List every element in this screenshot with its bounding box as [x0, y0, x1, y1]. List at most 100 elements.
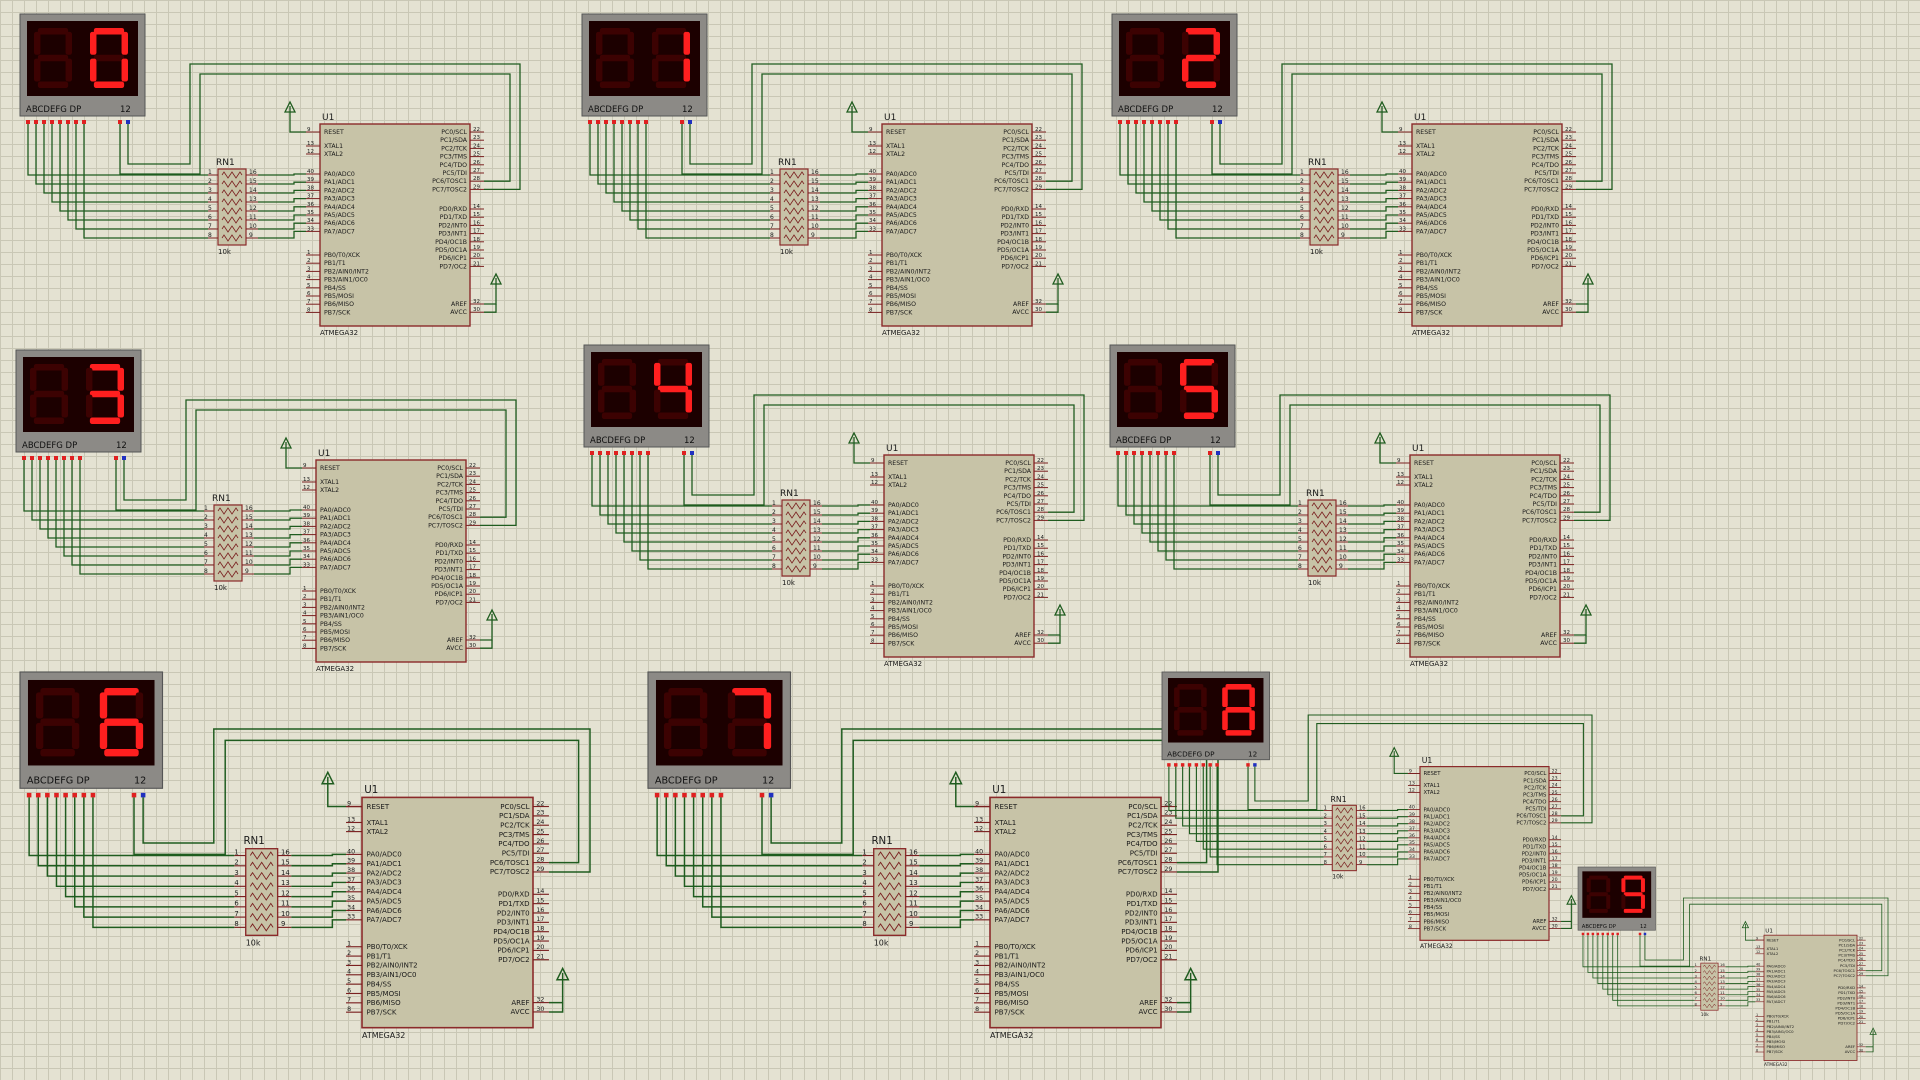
resistor-element — [1313, 207, 1335, 215]
rn-pin-number: 3 — [1695, 974, 1698, 978]
segment-a-digit2 — [1185, 28, 1217, 35]
segment-c-digit8 — [1249, 710, 1255, 731]
mcu-pin-name: PB4/SS — [995, 979, 1020, 988]
mcu-pin-number: 22 — [1552, 769, 1558, 775]
mcu-pin-number: 7 — [1399, 299, 1403, 305]
mcu-pin-name: AREF — [1845, 1044, 1855, 1049]
mcu-pin-name: PD7/OC2 — [435, 599, 463, 606]
rn-pin-number: 3 — [770, 187, 774, 194]
mcu-pin-number: 5 — [1756, 1033, 1758, 1037]
segment-f-digit8 — [1174, 687, 1180, 708]
mcu-pin-number: 30 — [1037, 638, 1044, 644]
segment-g-digit2 — [1185, 54, 1217, 62]
rn-pin-number: 6 — [1300, 214, 1304, 221]
mcu-pin-number: 8 — [303, 643, 307, 649]
mcu-pin-number: 24 — [473, 143, 480, 149]
mcu-pin-number: 36 — [1756, 983, 1760, 987]
mcu-pin-number: 18 — [473, 237, 480, 243]
wire-segment — [599, 455, 772, 516]
mcu-pin-name: PD6/ICP1 — [1001, 255, 1029, 262]
mcu-pin-number: 8 — [975, 1006, 979, 1013]
mcu-pin-number: 32 — [473, 299, 480, 305]
mcu-pin-name: PB2/AIN0/INT2 — [1423, 891, 1462, 897]
wire-aref — [1561, 899, 1572, 922]
mcu-pin-number: 22 — [1035, 127, 1042, 133]
display-segment-pin — [26, 120, 30, 124]
rn-pin-number: 7 — [1298, 554, 1302, 561]
mcu-pin-name: PB0/T0/XCK — [1414, 583, 1451, 590]
wire-port-a — [1725, 965, 1756, 968]
wire-port-a — [1366, 858, 1408, 866]
mcu-pin-name: PC0/SCL — [1005, 460, 1031, 467]
mcu-pin-name: AVCC — [1845, 1049, 1856, 1054]
segment-f-digit4 — [654, 362, 661, 386]
display-segment-pin — [62, 456, 66, 460]
rn-pin-number: 1 — [772, 500, 776, 507]
mcu-pin-number: 28 — [536, 856, 544, 863]
resistor-network — [1331, 804, 1357, 872]
segment-e-digit0 — [34, 58, 41, 82]
mcu-pin-name: PD5/OC1A — [493, 936, 529, 945]
mcu-pin-name: PB7/SCK — [1414, 640, 1441, 647]
mcu-pin-name: AVCC — [1014, 640, 1031, 647]
mcu-pin-name: PD4/OC1B — [999, 570, 1031, 577]
mcu-pin-name: PA6/ADC6 — [320, 556, 351, 563]
segment-e-digit4 — [598, 389, 605, 413]
resistor-element — [1335, 830, 1354, 837]
resistor-value: 10k — [1701, 1012, 1710, 1018]
mcu-pin-number: 24 — [1035, 143, 1042, 149]
segment-a-digit8 — [1177, 684, 1204, 690]
mcu-pin-number: 37 — [1397, 525, 1404, 531]
wire-common-2 — [1254, 714, 1593, 824]
resistor-element — [1311, 502, 1333, 510]
mcu-pin-name: PA5/ADC5 — [1423, 843, 1450, 849]
segment-e-digit9 — [1586, 894, 1591, 909]
mcu-pin-name: PA6/ADC6 — [886, 220, 917, 227]
rn-pin-number: 6 — [862, 900, 866, 908]
display-pin-labels: ABCDEFG DP — [1116, 436, 1171, 446]
wire-segment — [665, 797, 863, 867]
mcu-pin-number: 12 — [871, 480, 878, 486]
segment-f-digit8 — [1222, 687, 1228, 708]
rn-pin-number: 12 — [813, 536, 821, 543]
segment-c-digit7 — [699, 722, 708, 749]
display-segment-pin — [1591, 932, 1595, 936]
rn-pin-number: 1 — [1298, 500, 1302, 507]
wire-port-a — [820, 173, 868, 176]
wire-common-2 — [142, 728, 591, 873]
rn-pin-number: 11 — [249, 214, 257, 221]
mcu-pin-name: PA0/ADC0 — [367, 850, 403, 859]
resistor-element — [783, 189, 805, 197]
mcu-pin-number: 16 — [469, 556, 476, 562]
rn-pin-number: 10 — [245, 559, 253, 566]
mcu-pin-name: PD1/TXD — [1523, 844, 1547, 850]
resistor-element — [249, 923, 274, 932]
mcu-label: U1 — [322, 113, 334, 123]
mcu-pin-name: XTAL2 — [367, 827, 389, 836]
display-pin-labels: ABCDEFG DP — [655, 776, 718, 787]
segment-f-digit0 — [90, 31, 97, 55]
mcu-pin-name: PC4/TDO — [1523, 799, 1547, 805]
rn-pin-number: 6 — [1298, 545, 1302, 552]
wire-port-a — [820, 197, 868, 203]
rn-pin-number: 4 — [204, 532, 208, 539]
mcu-pin-name: PD2/INT0 — [1522, 852, 1547, 858]
mcu-pin-number: 13 — [869, 141, 876, 147]
mcu-pin-name: PB0/T0/XCK — [1423, 877, 1454, 883]
mcu-pin-number: 40 — [1409, 805, 1415, 811]
mcu-pin-name: PD7/OC2 — [1523, 887, 1547, 893]
display-segment-pin — [66, 120, 70, 124]
rn-pin-number: 8 — [772, 563, 776, 570]
segment-c-digit9 — [1640, 894, 1645, 909]
mcu-pin-name: PA7/ADC7 — [886, 228, 917, 235]
mcu-pin-number: 29 — [1037, 515, 1044, 521]
power-terminal-icon — [1869, 1027, 1877, 1035]
mcu-pin-name: PD2/INT0 — [434, 558, 463, 565]
resistor-element — [785, 538, 807, 546]
rn-pin-number: 9 — [1720, 1002, 1723, 1006]
segment-g-digit9 — [1589, 892, 1608, 897]
rn-pin-number: 14 — [249, 187, 257, 194]
mcu-pin-number: 35 — [347, 895, 355, 902]
